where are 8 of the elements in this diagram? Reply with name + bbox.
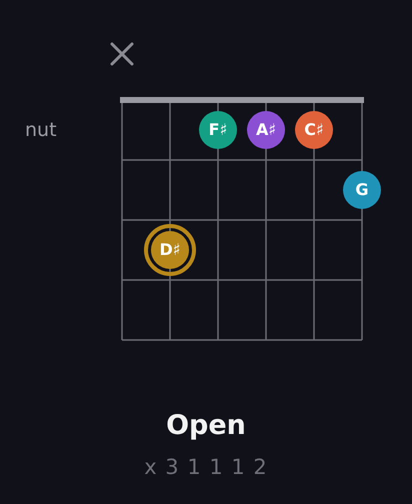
note-marker: G: [343, 171, 381, 209]
note-marker: A♯: [247, 111, 285, 149]
note-marker: F♯: [199, 111, 237, 149]
chord-title: Open: [166, 410, 246, 441]
nut-label: nut: [25, 119, 57, 141]
fingering-label: x 3 1 1 1 2: [144, 455, 268, 479]
note-marker: C♯: [295, 111, 333, 149]
root-note-marker: D♯: [144, 224, 196, 276]
